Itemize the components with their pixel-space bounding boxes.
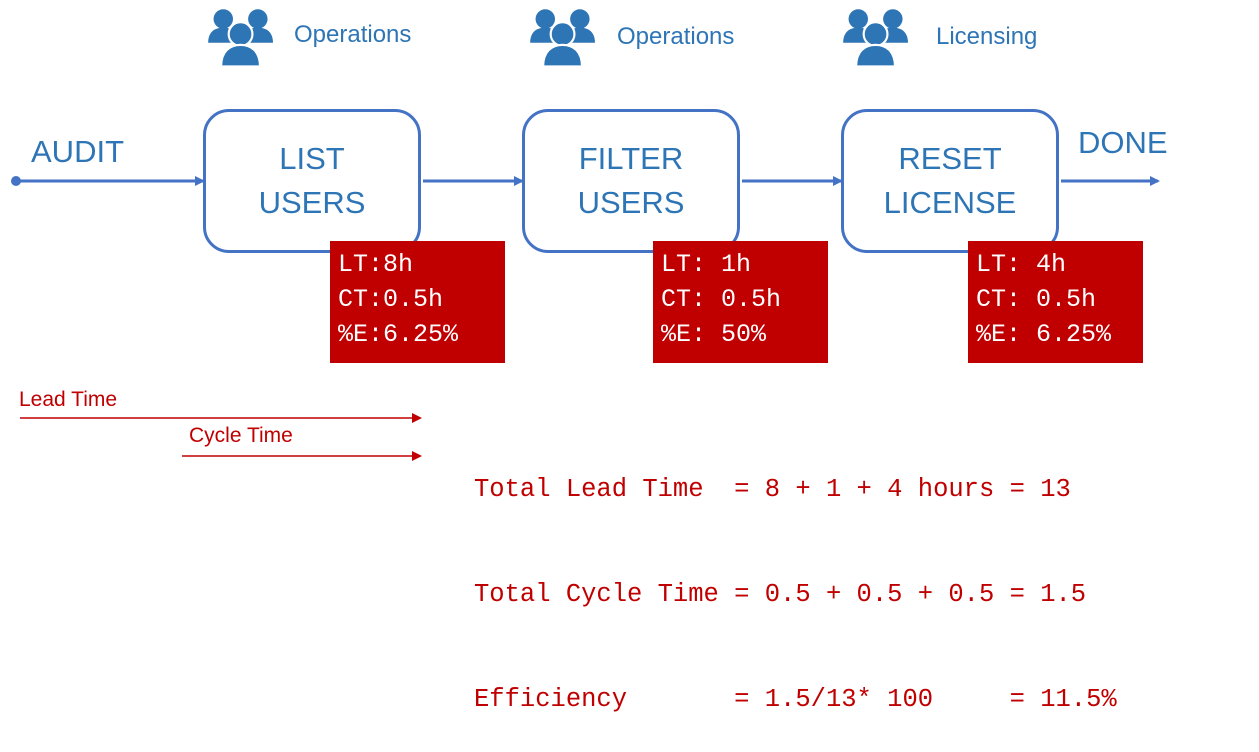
total-cycle-time-line: Total Cycle Time = 0.5 + 0.5 + 0.5 = 1.5 [474, 580, 1087, 609]
metrics-reset-license: LT: 4h CT: 0.5h %E: 6.25% [968, 241, 1143, 363]
start-label: AUDIT [31, 134, 124, 169]
step-filter-users: FILTER USERS [522, 109, 740, 253]
people-icon [207, 8, 275, 68]
cycle-time-legend-label: Cycle Time [189, 424, 293, 447]
lead-time-value: LT: 4h [976, 250, 1067, 279]
step-title-line: USERS [258, 185, 366, 220]
step-title-line: LICENSE [883, 185, 1017, 220]
step-list-users: LIST USERS [203, 109, 421, 253]
step-title-line: RESET [898, 141, 1002, 176]
people-icon [529, 8, 597, 68]
metrics-filter-users: LT: 1h CT: 0.5h %E: 50% [653, 241, 828, 363]
team-label-licensing: Licensing [936, 23, 1038, 50]
total-lead-time-line: Total Lead Time = 8 + 1 + 4 hours = 13 [474, 475, 1071, 504]
step-title-line: FILTER [578, 141, 684, 176]
lead-time-legend-label: Lead Time [19, 388, 118, 411]
cycle-time-value: CT: 0.5h [976, 285, 1097, 314]
lead-time-value: LT: 1h [661, 250, 752, 279]
cycle-time-value: CT: 0.5h [661, 285, 782, 314]
team-label-operations: Operations [617, 23, 735, 50]
team-label-operations: Operations [294, 21, 412, 48]
step-title-line: LIST [279, 141, 345, 176]
step-title-line: USERS [577, 185, 685, 220]
efficiency-value: %E: 50% [661, 320, 767, 349]
efficiency-value: %E:6.25% [338, 320, 459, 349]
flow-diagram-canvas [11, 8, 1160, 461]
lead-time-value: LT:8h [338, 250, 414, 279]
efficiency-value: %E: 6.25% [976, 320, 1112, 349]
people-icon [842, 8, 910, 68]
end-label: DONE [1078, 125, 1168, 160]
efficiency-line: Efficiency = 1.5/13* 100 = 11.5% [474, 685, 1117, 714]
step-reset-license: RESET LICENSE [841, 109, 1059, 253]
summary-calculations: Total Lead Time = 8 + 1 + 4 hours = 13 T… [474, 402, 1117, 752]
cycle-time-value: CT:0.5h [338, 285, 444, 314]
